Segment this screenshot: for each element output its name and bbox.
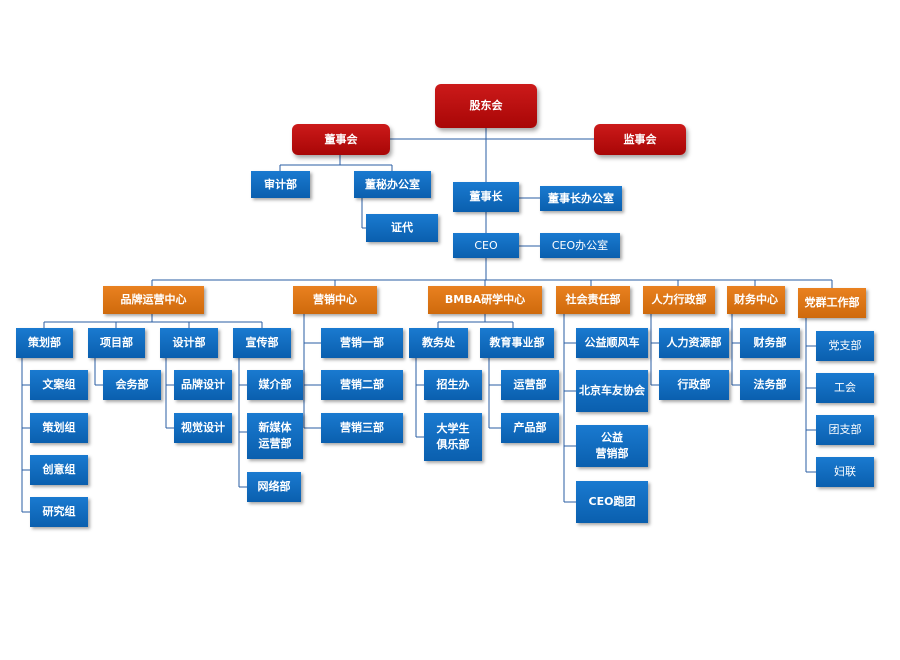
node-yingxiao2[interactable]: 营销二部 — [321, 370, 403, 400]
node-shejibu[interactable]: 设计部 — [160, 328, 218, 358]
node-dongshizhang[interactable]: 董事长 — [453, 182, 519, 212]
node-shehui-center[interactable]: 社会责任部 — [556, 286, 630, 314]
node-ceoban[interactable]: CEO办公室 — [540, 233, 620, 258]
node-yingxiao3[interactable]: 营销三部 — [321, 413, 403, 443]
node-dangqun-center[interactable]: 党群工作部 — [798, 288, 866, 318]
node-gonghui[interactable]: 工会 — [816, 373, 874, 403]
node-zhaoshengban[interactable]: 招生办 — [424, 370, 482, 400]
node-pinpai-center[interactable]: 品牌运营中心 — [103, 286, 204, 314]
node-tuanzhibu[interactable]: 团支部 — [816, 415, 874, 445]
node-gudonghui[interactable]: 股东会 — [435, 84, 537, 128]
node-ceopaotuan[interactable]: CEO跑团 — [576, 481, 648, 523]
node-pinpaisheji[interactable]: 品牌设计 — [174, 370, 232, 400]
node-huiwubu[interactable]: 会务部 — [103, 370, 161, 400]
node-xingzhengbu[interactable]: 行政部 — [659, 370, 729, 400]
node-cehuabu[interactable]: 策划部 — [16, 328, 73, 358]
node-dangzhibu[interactable]: 党支部 — [816, 331, 874, 361]
node-jiaoyu[interactable]: 教育事业部 — [480, 328, 554, 358]
node-dongshihui[interactable]: 董事会 — [292, 124, 390, 155]
node-ceo[interactable]: CEO — [453, 233, 519, 258]
node-shijuesheji[interactable]: 视觉设计 — [174, 413, 232, 443]
node-xinmeiti[interactable]: 新媒体 运营部 — [247, 413, 303, 459]
node-wenanzu[interactable]: 文案组 — [30, 370, 88, 400]
node-dongmiban[interactable]: 董秘办公室 — [354, 171, 431, 198]
node-yingxiao1[interactable]: 营销一部 — [321, 328, 403, 358]
node-yingxiao-center[interactable]: 营销中心 — [293, 286, 377, 314]
node-beijingchyou[interactable]: 北京车友协会 — [576, 370, 648, 412]
node-shenjibu[interactable]: 审计部 — [251, 171, 310, 198]
node-yunyingbu[interactable]: 运营部 — [501, 370, 559, 400]
node-dszban[interactable]: 董事长办公室 — [540, 186, 622, 211]
node-gongyiyingxiao[interactable]: 公益 营销部 — [576, 425, 648, 467]
node-wangluobu[interactable]: 网络部 — [247, 472, 301, 502]
node-gongyishunfengche[interactable]: 公益顺风车 — [576, 328, 648, 358]
node-caiwubu[interactable]: 财务部 — [740, 328, 800, 358]
node-renli-center[interactable]: 人力行政部 — [643, 286, 715, 314]
node-chanpinbu[interactable]: 产品部 — [501, 413, 559, 443]
node-xuanchuanbu[interactable]: 宣传部 — [233, 328, 291, 358]
node-meijiebu[interactable]: 媒介部 — [247, 370, 303, 400]
node-fawubu[interactable]: 法务部 — [740, 370, 800, 400]
node-zhengdai[interactable]: 证代 — [366, 214, 438, 242]
node-xiangmubu[interactable]: 项目部 — [88, 328, 145, 358]
node-jianshihui[interactable]: 监事会 — [594, 124, 686, 155]
node-fulian[interactable]: 妇联 — [816, 457, 874, 487]
node-chuangyizu[interactable]: 创意组 — [30, 455, 88, 485]
node-daxuesheng[interactable]: 大学生 俱乐部 — [424, 413, 482, 461]
node-caiwu-center[interactable]: 财务中心 — [727, 286, 785, 314]
node-cehuazu[interactable]: 策划组 — [30, 413, 88, 443]
node-jiaowuchu[interactable]: 教务处 — [409, 328, 468, 358]
node-yanjiuzu[interactable]: 研究组 — [30, 497, 88, 527]
node-bmba-center[interactable]: BMBA研学中心 — [428, 286, 542, 314]
node-renliziyuan[interactable]: 人力资源部 — [659, 328, 729, 358]
